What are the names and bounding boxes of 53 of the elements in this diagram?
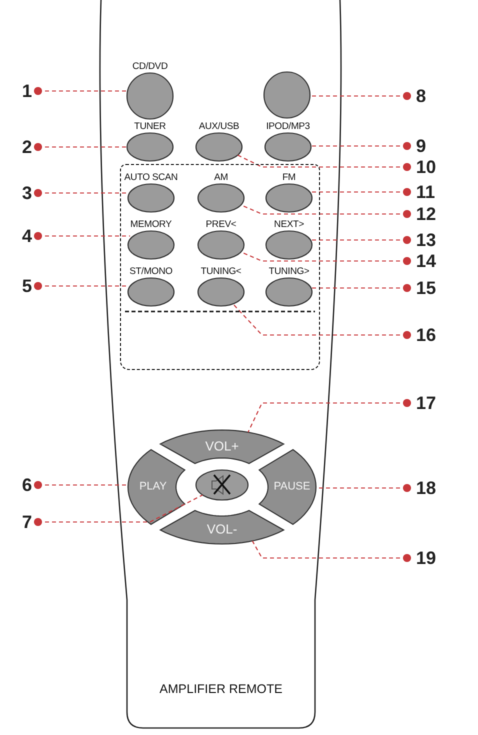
callout-number: 8 [416,85,426,107]
button-label: VOL+ [205,440,239,452]
button-label: AUX/USB [198,121,240,132]
callout-number: 12 [416,203,436,225]
button-label: ST/MONO [128,266,174,277]
button-label: TUNING> [268,266,310,277]
leader-line [252,540,412,562]
callout-number: 10 [416,156,436,178]
leader-line [310,284,412,292]
callout-number: 7 [22,511,32,533]
button-label: CD/DVD [131,61,169,72]
leader-line [248,398,412,432]
callout-number: 1 [22,80,32,102]
button-label: FM [281,172,297,183]
button-label: TUNING< [200,266,242,277]
button-label: NEXT> [273,219,305,230]
leader-line [34,480,128,490]
callout-number: 4 [22,225,32,247]
callout-number: 15 [416,277,436,299]
remote-title: AMPLIFIER REMOTE [158,682,284,697]
leader-line [236,154,412,172]
button-label: IPOD/MP3 [265,121,311,132]
leader-line [34,282,128,290]
callout-number: 2 [22,136,32,158]
button-label: PREV< [204,219,238,230]
button-label: PLAY [139,482,167,492]
callout-number: 16 [416,324,436,346]
button-label: AM [213,172,229,183]
button-label: TUNER [133,121,167,132]
callout-number: 6 [22,474,32,496]
callout-number: 13 [416,229,436,251]
leader-line [310,92,412,100]
leader-line [311,142,412,150]
leader-line [34,494,203,526]
callout-number: 9 [416,135,426,157]
callout-number: 11 [416,181,436,203]
leader-line [310,188,412,196]
button-label: AUTO SCAN [123,172,179,183]
callout-number: 18 [416,477,436,499]
leader-line [310,236,412,244]
button-label: PAUSE [274,482,310,492]
callout-number: 14 [416,250,436,272]
leader-line [34,232,130,240]
callout-number: 5 [22,275,32,297]
leader-line [34,188,128,198]
callout-number: 3 [22,182,32,204]
button-label: MEMORY [129,219,173,230]
callout-number: 17 [416,392,436,414]
leader-line [34,142,128,152]
leader-line [34,86,128,96]
callout-number: 19 [416,547,436,569]
button-label: VOL- [206,522,238,536]
button-panel [120,164,320,370]
